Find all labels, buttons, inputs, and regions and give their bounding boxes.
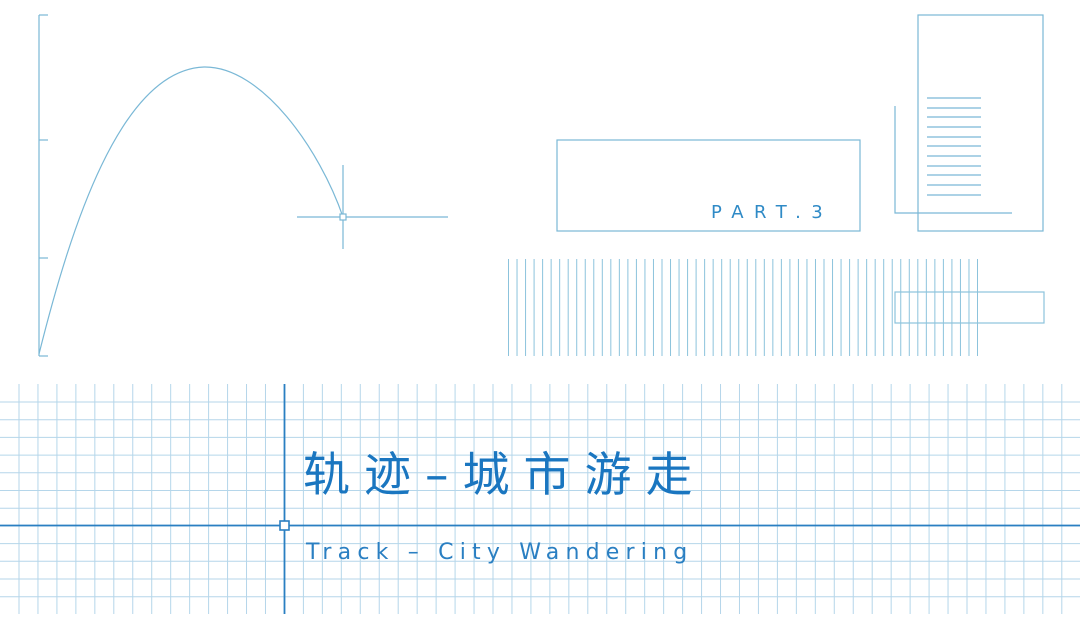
section-label: PART.3	[711, 202, 834, 223]
grid-paper	[0, 384, 1080, 614]
document-drawing	[894, 14, 1044, 232]
page-subtitle: Track – City Wandering	[306, 540, 694, 565]
trajectory-curve	[38, 66, 344, 355]
striped-overlay-box	[894, 291, 1045, 324]
striped-lines	[508, 259, 978, 356]
page-title: 轨迹–城市游走	[303, 448, 707, 503]
part-box	[556, 139, 861, 232]
grid-origin-marker	[279, 520, 290, 531]
curve-chart	[38, 14, 448, 357]
crosshair-marker	[339, 213, 347, 221]
